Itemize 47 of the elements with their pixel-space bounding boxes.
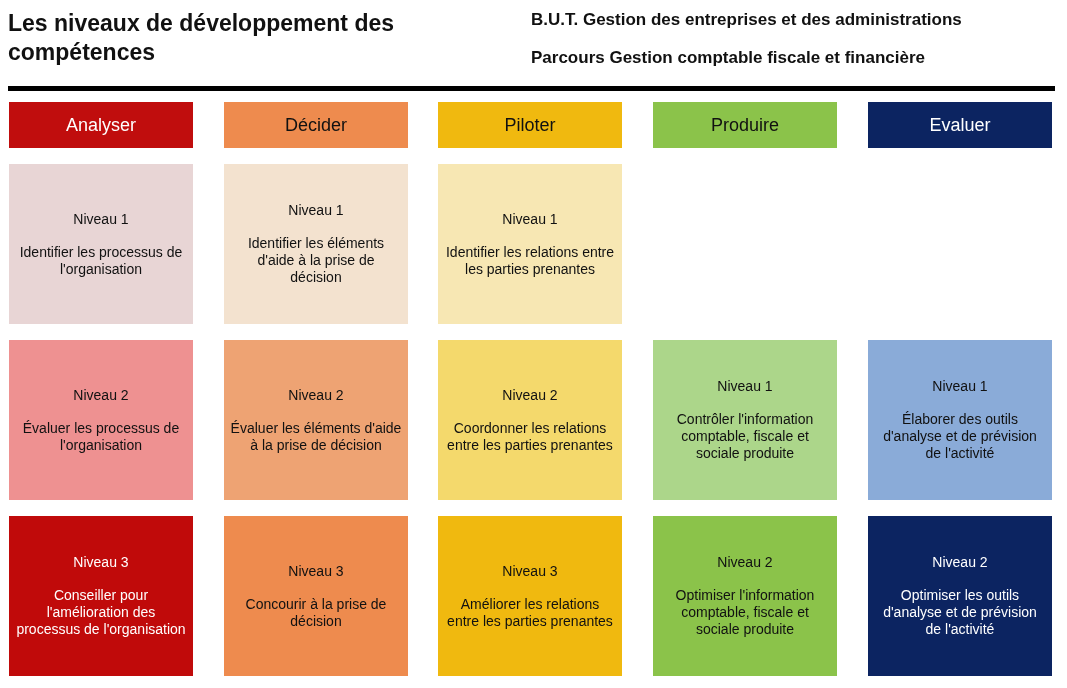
competency-text: Évaluer les éléments d'aide à la prise de décision: [230, 419, 402, 454]
column-header: Décider: [224, 102, 408, 148]
competency-text: Contrôler l'information comptable, fiscale et sociale produite: [675, 411, 815, 462]
level-label: Niveau 1: [73, 210, 129, 228]
competency-card: [653, 340, 837, 500]
competency-card: [224, 516, 408, 676]
competency-text: Conseiller pour l'amélioration des processus de l'organisation: [15, 587, 187, 638]
competency-card: [224, 340, 408, 500]
competency-text: Coordonner les relations entre les parties prenantes: [446, 419, 614, 454]
page-title: Les niveaux de développement des compétences: [8, 9, 396, 67]
competency-text: Identifier les relations entre les parties prenantes: [444, 243, 616, 278]
competency-text: Optimiser les outils d'analyse et de prévision de l'activité: [882, 587, 1038, 638]
level-label: Niveau 1: [288, 202, 344, 219]
column-header: Analyser: [9, 102, 193, 148]
competency-text: Concourir à la prise de décision: [244, 595, 388, 630]
header-subtitle: B.U.T. Gestion des entreprises et des administrations: [531, 10, 962, 30]
level-label: Niveau 1: [932, 378, 988, 395]
competency-card: [438, 164, 622, 324]
competency-text: Évaluer les processus de l'organisation: [21, 419, 181, 454]
competency-text: Identifier les processus de l'organisation: [18, 243, 184, 278]
level-label: Niveau 2: [717, 554, 773, 571]
competency-card: [9, 164, 193, 324]
level-label: Niveau 3: [502, 562, 558, 580]
level-label: Niveau 3: [73, 554, 129, 571]
competency-card: [9, 340, 193, 500]
level-label: Niveau 2: [73, 386, 129, 404]
level-label: Niveau 2: [502, 386, 558, 404]
column-header: Produire: [653, 102, 837, 148]
level-label: Niveau 2: [288, 386, 344, 404]
competency-text: Élaborer des outils d'analyse et de prévision de l'activité: [882, 411, 1038, 462]
competency-text: Améliorer les relations entre les parties prenantes: [446, 595, 614, 630]
column-header: Piloter: [438, 102, 622, 148]
competency-text: Identifier les éléments d'aide à la prise de décision: [246, 235, 386, 286]
competency-text: Optimiser l'information comptable, fiscale et sociale produite: [674, 587, 816, 638]
competency-card: [438, 516, 622, 676]
competency-card: [438, 340, 622, 500]
competency-card: [9, 516, 193, 676]
level-label: Niveau 2: [932, 554, 988, 571]
header-subtitle: Parcours Gestion comptable fiscale et financière: [531, 48, 925, 68]
column-header: Evaluer: [868, 102, 1052, 148]
competency-card: [653, 516, 837, 676]
competency-card: [224, 164, 408, 324]
level-label: Niveau 3: [288, 562, 344, 580]
competency-card: [868, 340, 1052, 500]
competency-card: [868, 516, 1052, 676]
level-label: Niveau 1: [717, 378, 773, 395]
level-label: Niveau 1: [502, 210, 558, 228]
